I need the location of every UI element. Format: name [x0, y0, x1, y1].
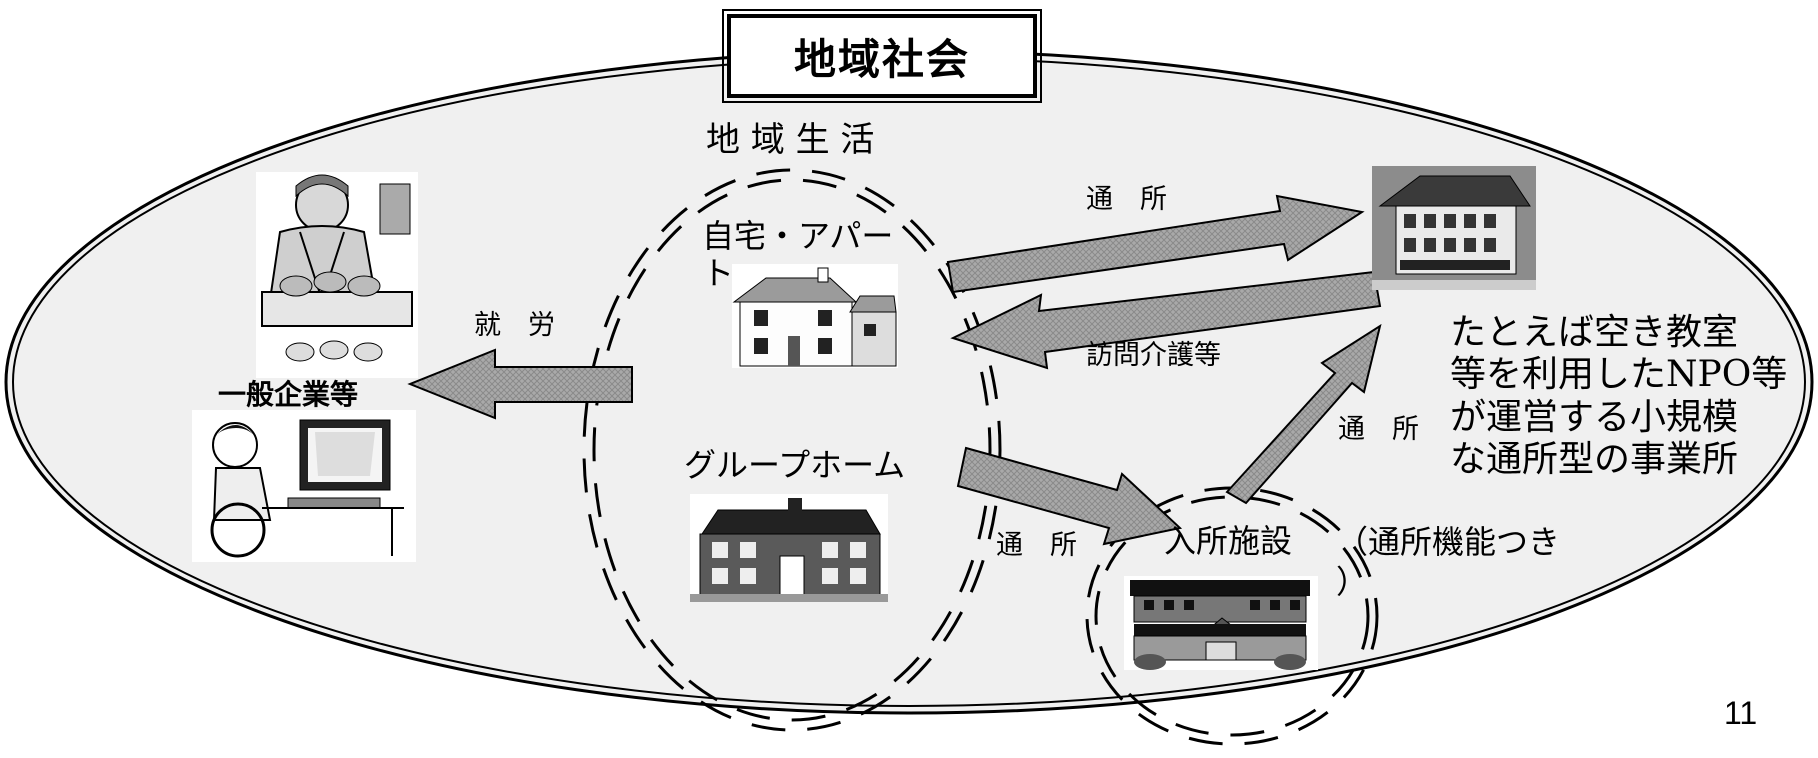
arrow-work	[407, 348, 633, 420]
house-icon	[732, 264, 898, 368]
arrow-home-visit	[950, 270, 1382, 370]
title-box: 地域社会	[722, 9, 1042, 103]
arrow-commute-residential-to-day	[1225, 323, 1382, 505]
local-life-label: 地 域 生 活	[706, 120, 875, 160]
group-home-label: グループホーム	[684, 446, 906, 484]
arrow-commute-to-day-facility	[946, 194, 1365, 294]
home-visit-label: 訪問介護等	[1086, 340, 1221, 371]
page-number: 11	[1724, 695, 1758, 731]
work-label: 就 労	[474, 310, 555, 341]
small-facility-building-icon	[1372, 166, 1536, 290]
commute-right-label: 通 所	[1338, 414, 1419, 445]
home-apartment-label: 自宅・アパー ト	[702, 217, 894, 292]
npo-note-label: たとえば空き教室 等を利用したNPO等 が運営する小規模 な通所型の事業所	[1450, 312, 1788, 481]
general-company-label: 一般企業等	[218, 378, 359, 411]
title-text: 地域社会	[793, 34, 970, 84]
commute-bottom-label: 通 所	[996, 530, 1077, 561]
wheelchair-computer-clipart	[192, 410, 416, 562]
baker-clipart	[256, 172, 418, 378]
commute-top-label: 通 所	[1086, 184, 1167, 215]
commute-function-label: （通所機能つき ）	[1336, 523, 1561, 601]
residential-facility-label: 入所施設	[1164, 522, 1293, 560]
arrow-commute-to-residential	[956, 446, 1183, 546]
group-home-building-icon	[690, 494, 888, 602]
local-life-circle	[582, 168, 1002, 732]
residential-facility-building-icon	[1124, 576, 1318, 670]
